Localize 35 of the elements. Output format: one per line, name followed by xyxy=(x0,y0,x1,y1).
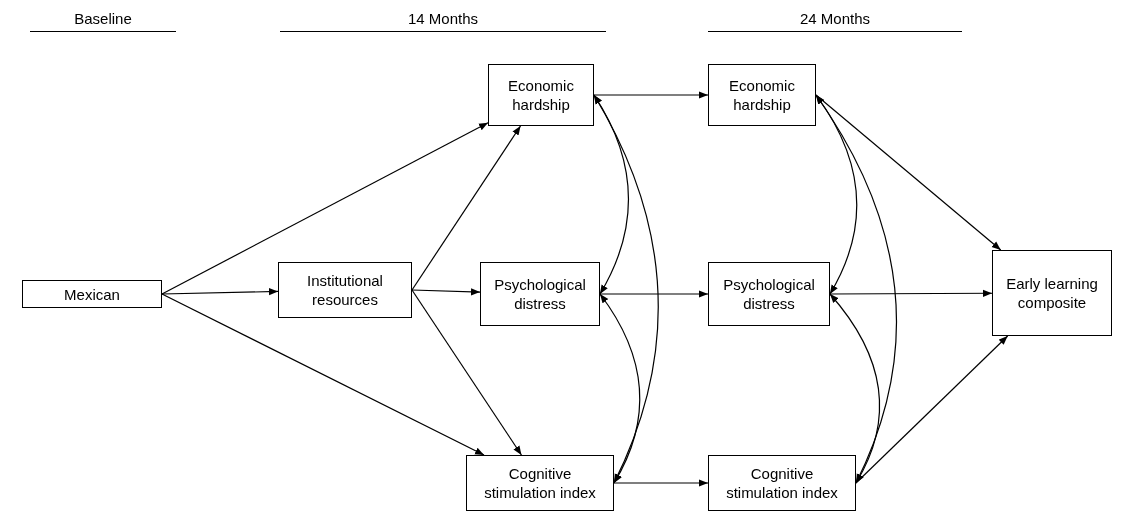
variable-box xyxy=(708,455,856,511)
arrow xyxy=(855,335,1009,484)
variable-box xyxy=(708,64,816,126)
node-text: Economic hardship xyxy=(507,76,575,114)
arrow xyxy=(599,293,641,484)
arrow xyxy=(411,288,481,296)
arrow xyxy=(829,293,881,484)
arrow xyxy=(815,94,1002,251)
node-text: Mexican xyxy=(64,284,120,304)
node-text: Cognitive stimulation index xyxy=(483,464,597,502)
node-text: Early learning composite xyxy=(1005,274,1099,312)
variable-box xyxy=(708,262,830,326)
arrow xyxy=(593,91,709,99)
node-text: Economic hardship xyxy=(728,76,796,114)
variable-box xyxy=(278,262,412,318)
variable-box xyxy=(488,64,594,126)
variable-box xyxy=(480,262,600,326)
arrow xyxy=(411,125,522,291)
node-text: Cognitive stimulation index xyxy=(725,464,839,502)
column-heading: 24 Months xyxy=(708,10,962,32)
variable-box xyxy=(22,280,162,308)
variable-box xyxy=(992,250,1112,336)
column-heading: 14 Months xyxy=(280,10,606,32)
arrow xyxy=(613,479,709,487)
arrow xyxy=(411,289,523,456)
variable-box xyxy=(466,455,614,511)
arrow xyxy=(161,288,279,296)
node-text: Psychological distress xyxy=(493,275,587,313)
node-text: Institutional resources xyxy=(306,271,384,309)
arrow xyxy=(161,122,489,295)
node-text: Psychological distress xyxy=(722,275,816,313)
arrow xyxy=(829,289,993,297)
arrow xyxy=(161,293,485,456)
arrow xyxy=(599,290,709,298)
column-heading: Baseline xyxy=(30,10,176,32)
